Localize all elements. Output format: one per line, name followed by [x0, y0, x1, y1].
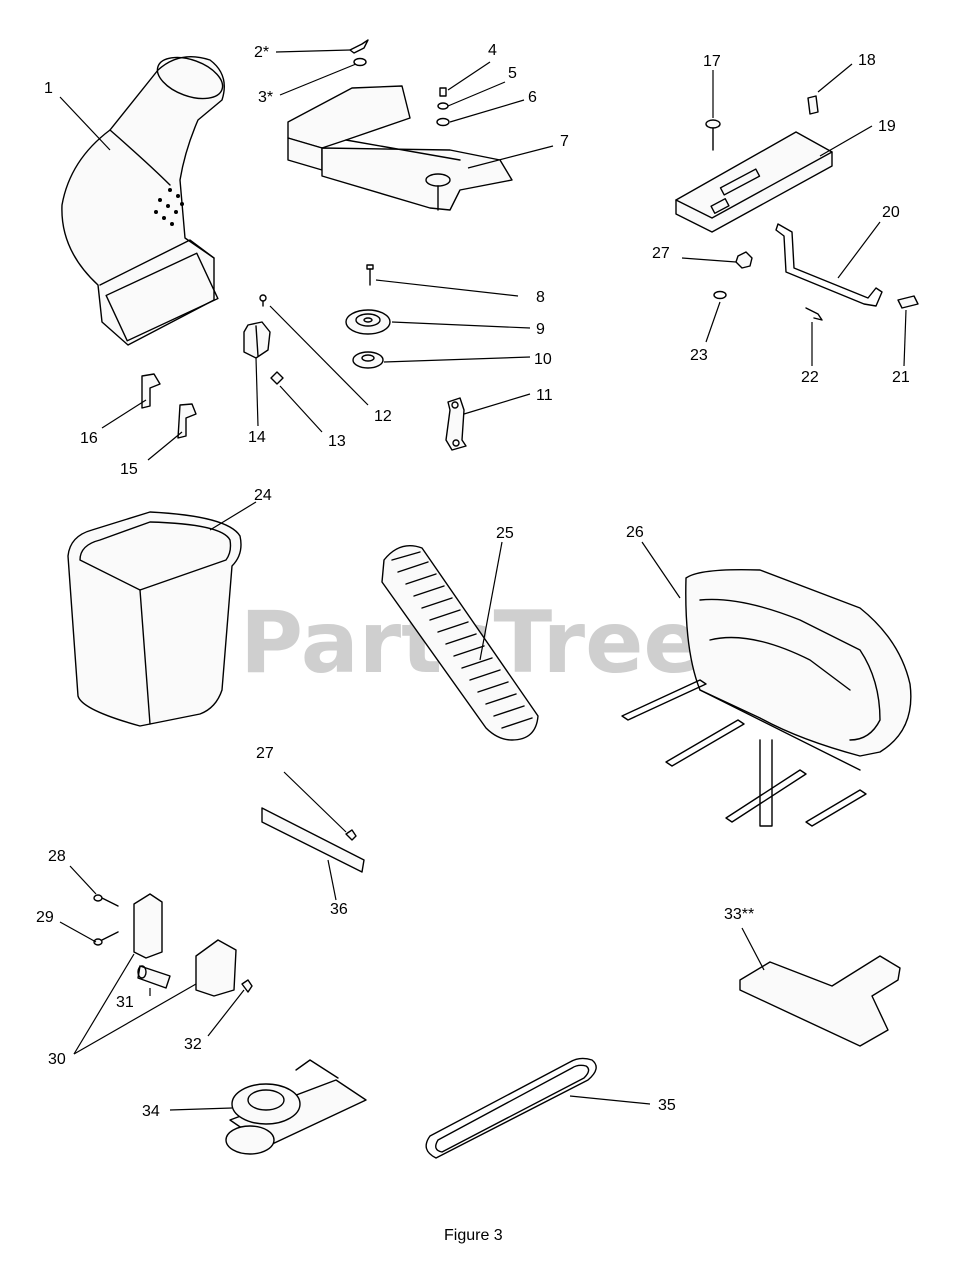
- part-25-hose: [381, 545, 539, 741]
- label-3: 3*: [258, 89, 273, 106]
- label-4: 4: [488, 42, 497, 59]
- part-17-bolt: [705, 119, 721, 151]
- label-20: 20: [882, 204, 900, 221]
- label-24: 24: [254, 487, 272, 504]
- part-21-bolt: [897, 295, 919, 309]
- part-14-bracket: [243, 321, 271, 359]
- part-27-nut-lower: [345, 829, 357, 841]
- part-4-screw: [439, 87, 447, 97]
- label-2: 2*: [254, 44, 269, 61]
- label-18: 18: [858, 52, 876, 69]
- label-8: 8: [536, 289, 545, 306]
- part-5-lock-washer: [437, 102, 449, 110]
- leader-lines: [59, 49, 907, 1111]
- part-12-screw: [259, 294, 267, 307]
- part-31-spacer: [137, 965, 171, 989]
- label-17: 17: [703, 53, 721, 70]
- part-8-bolt: [366, 264, 374, 286]
- label-33: 33**: [724, 906, 754, 923]
- part-22-pin: [805, 307, 823, 321]
- label-11: 11: [536, 387, 553, 404]
- label-13: 13: [328, 433, 346, 450]
- label-5: 5: [508, 65, 517, 82]
- label-28: 28: [48, 848, 66, 865]
- label-25: 25: [496, 525, 514, 542]
- label-29: 29: [36, 909, 54, 926]
- figure-caption: Figure 3: [444, 1227, 503, 1244]
- label-22: 22: [801, 369, 819, 386]
- label-7: 7: [560, 133, 569, 150]
- part-7-blower-housing: [287, 85, 513, 211]
- callout-labels: 1 2* 3* 4 5 6 7 8 9 10 11 12 13 14 15 16…: [36, 42, 910, 1120]
- part-28-bolt: [93, 894, 119, 907]
- label-21: 21: [892, 369, 910, 386]
- label-34: 34: [142, 1103, 160, 1120]
- label-27-upper: 27: [652, 245, 670, 262]
- part-26-collector-frame: [621, 569, 912, 827]
- label-16: 16: [80, 430, 98, 447]
- part-35-belt: [425, 1057, 597, 1159]
- part-10-pulley-hub: [352, 351, 384, 369]
- label-23: 23: [690, 347, 708, 364]
- part-32-nut: [241, 979, 253, 993]
- label-14: 14: [248, 429, 266, 446]
- part-6-washer: [436, 117, 450, 127]
- label-6: 6: [528, 89, 537, 106]
- label-31: 31: [116, 994, 134, 1011]
- label-19: 19: [878, 118, 896, 135]
- label-36: 36: [330, 901, 348, 918]
- part-29-bolt: [93, 931, 119, 946]
- label-30: 30: [48, 1051, 66, 1068]
- part-36-bar: [261, 807, 365, 873]
- part-33-plate: [739, 955, 901, 1047]
- part-23-washer: [713, 290, 727, 300]
- label-26: 26: [626, 524, 644, 541]
- label-10: 10: [534, 351, 552, 368]
- label-27-lower: 27: [256, 745, 274, 762]
- label-32: 32: [184, 1036, 202, 1053]
- part-15-bracket: [177, 403, 197, 439]
- part-24-grass-bag: [67, 511, 242, 727]
- part-2-spring-clip: [349, 39, 369, 54]
- label-12: 12: [374, 408, 392, 425]
- part-19-plate: [675, 131, 833, 233]
- part-20-bracket: [775, 223, 883, 307]
- part-27-nut-upper: [735, 251, 753, 269]
- part-13-nut: [270, 371, 284, 385]
- part-16-bracket: [141, 373, 161, 409]
- part-1-discharge-chute: [61, 56, 225, 346]
- part-34-pulley-assembly: [225, 1059, 367, 1155]
- label-35: 35: [658, 1097, 676, 1114]
- part-3-washer: [353, 57, 367, 67]
- part-18-pin: [807, 95, 819, 115]
- label-9: 9: [536, 321, 545, 338]
- part-30-brackets: [133, 893, 237, 997]
- label-15: 15: [120, 461, 138, 478]
- label-1: 1: [44, 80, 53, 97]
- part-11-bracket: [445, 397, 467, 451]
- part-9-pulley: [345, 309, 391, 335]
